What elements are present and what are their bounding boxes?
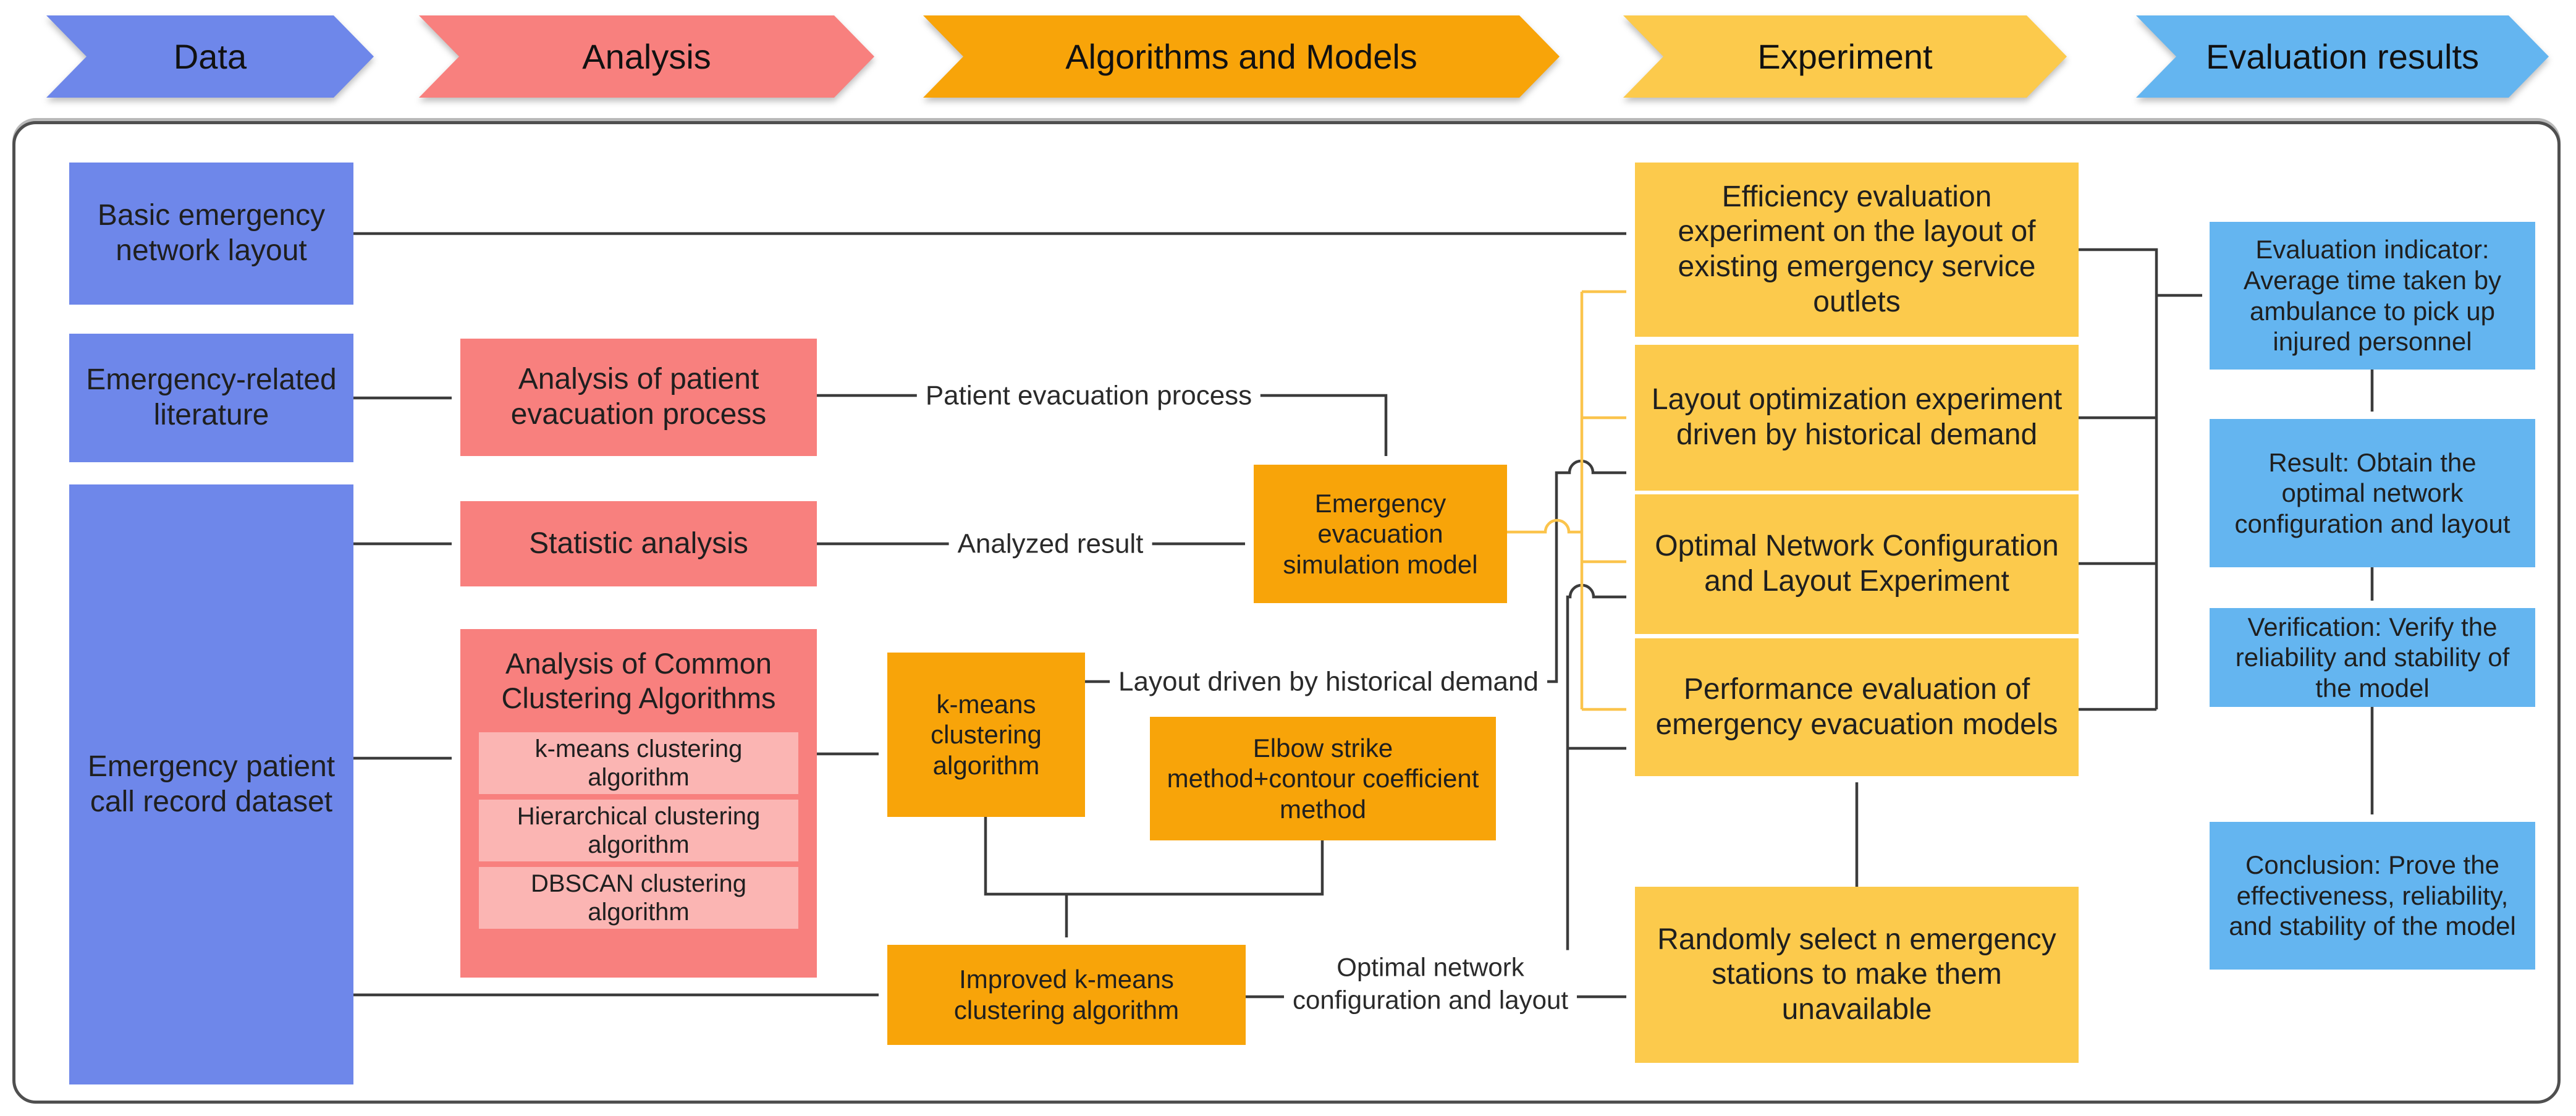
box-eval-indicator: Evaluation indicator: Average time taken… bbox=[2210, 222, 2535, 370]
box-emergency-patient-call-record-dataset: Emergency patient call record dataset bbox=[69, 484, 353, 1084]
label-patient-evacuation-process: Patient evacuation process bbox=[916, 377, 1261, 414]
clustering-item-hierarchical: Hierarchical clustering algorithm bbox=[479, 799, 798, 861]
box-statistic-analysis: Statistic analysis bbox=[460, 501, 817, 586]
clustering-items: k-means clustering algorithm Hierarchica… bbox=[479, 732, 798, 929]
label-optimal-network-configuration: Optimal network configuration and layout bbox=[1284, 950, 1577, 1018]
box-analysis-patient-evacuation: Analysis of patient evacuation process bbox=[460, 339, 817, 456]
box-basic-emergency-network-layout: Basic emergency network layout bbox=[69, 163, 353, 305]
label-optimal-network-line2: configuration and layout bbox=[1293, 985, 1568, 1014]
box-improved-kmeans: Improved k-means clustering algorithm bbox=[887, 945, 1246, 1045]
clustering-item-kmeans: k-means clustering algorithm bbox=[479, 732, 798, 794]
label-optimal-network-line1: Optimal network bbox=[1337, 952, 1524, 982]
label-analyzed-result: Analyzed result bbox=[948, 525, 1152, 562]
stage-label-evaluation: Evaluation results bbox=[2136, 15, 2549, 98]
box-eval-verification: Verification: Verify the reliability and… bbox=[2210, 608, 2535, 707]
stage-label-analysis: Analysis bbox=[419, 15, 874, 98]
box-kmeans-clustering-algorithm: k-means clustering algorithm bbox=[887, 653, 1085, 817]
clustering-title: Analysis of Common Clustering Algorithms bbox=[501, 647, 776, 715]
box-exp-layout-optimization: Layout optimization experiment driven by… bbox=[1635, 345, 2079, 491]
box-elbow-contour-method: Elbow strike method+contour coefficient … bbox=[1150, 717, 1496, 840]
stage-chevron-data: Data bbox=[46, 15, 374, 98]
stage-chevron-algorithms: Algorithms and Models bbox=[923, 15, 1560, 98]
box-exp-efficiency-evaluation: Efficiency evaluation experiment on the … bbox=[1635, 163, 2079, 337]
box-exp-performance-evaluation: Performance evaluation of emergency evac… bbox=[1635, 638, 2079, 776]
box-randomly-select-stations: Randomly select n emergency stations to … bbox=[1635, 887, 2079, 1063]
box-eval-result: Result: Obtain the optimal network confi… bbox=[2210, 419, 2535, 567]
box-emergency-related-literature: Emergency-related literature bbox=[69, 334, 353, 462]
stage-label-data: Data bbox=[46, 15, 374, 98]
box-exp-optimal-network: Optimal Network Configuration and Layout… bbox=[1635, 494, 2079, 634]
box-analysis-common-clustering: Analysis of Common Clustering Algorithms… bbox=[460, 629, 817, 978]
stage-chevron-experiment: Experiment bbox=[1623, 15, 2067, 98]
stage-label-algorithms: Algorithms and Models bbox=[923, 15, 1560, 98]
clustering-item-dbscan: DBSCAN clustering algorithm bbox=[479, 866, 798, 929]
stage-chevron-evaluation: Evaluation results bbox=[2136, 15, 2549, 98]
stage-chevron-analysis: Analysis bbox=[419, 15, 874, 98]
box-emergency-evacuation-simulation-model: Emergency evacuation simulation model bbox=[1254, 465, 1507, 603]
label-layout-driven-demand: Layout driven by historical demand bbox=[1110, 663, 1547, 700]
box-eval-conclusion: Conclusion: Prove the effectiveness, rel… bbox=[2210, 822, 2535, 970]
stage-label-experiment: Experiment bbox=[1623, 15, 2067, 98]
